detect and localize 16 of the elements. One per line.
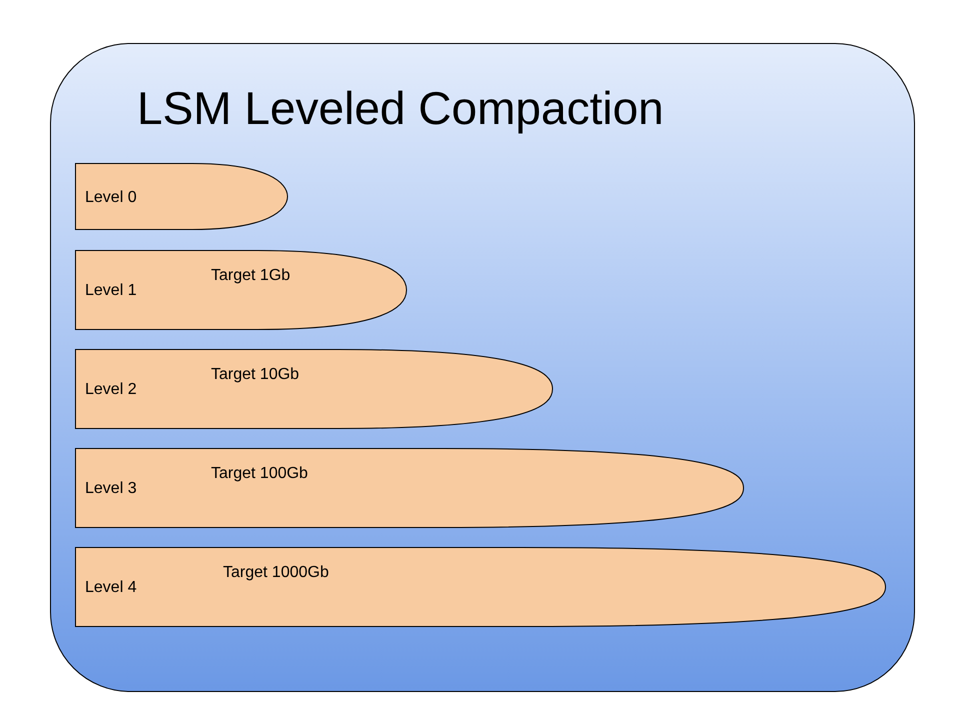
level-shape [75,349,553,429]
panel-heading: LSM Leveled Compaction [137,81,664,136]
target-size-label: Target 1000Gb [223,563,329,583]
target-size-label: Target 10Gb [211,365,300,385]
level-label: Level 4 [85,578,137,598]
level-shape [75,250,407,330]
container-panel [50,43,915,692]
level-label: Level 2 [85,380,137,400]
level-shape [75,163,288,230]
level-shape [75,448,744,528]
target-size-label: Target 1Gb [211,266,290,286]
level-label: Level 1 [85,281,137,301]
level-label: Level 3 [85,479,137,499]
target-size-label: Target 100Gb [211,464,308,484]
level-label: Level 0 [85,188,137,208]
level-shape [75,547,886,627]
